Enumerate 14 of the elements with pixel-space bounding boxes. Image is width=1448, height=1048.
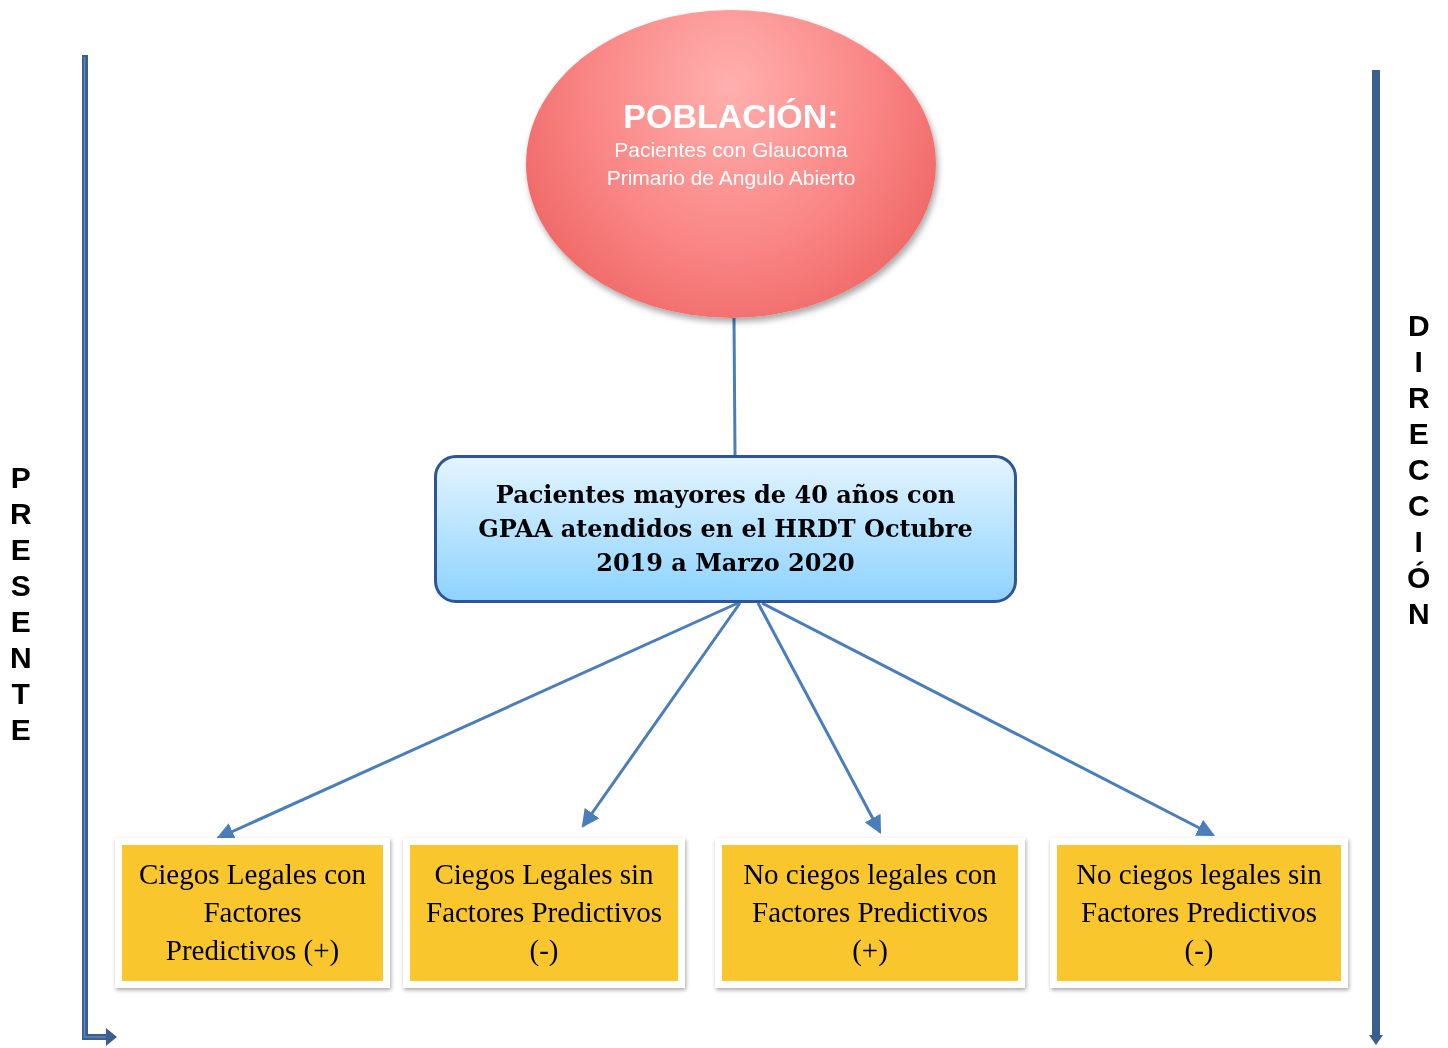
- node-text: Pacientes mayores de 40 años con GPAA atendidos en el HRDT Octubre 2019 a Marzo 2020: [477, 478, 974, 580]
- arrow: [761, 601, 1215, 837]
- node-text: Ciegos Legales con Factores Predictivos (+): [137, 857, 368, 968]
- vertical-label: PRESENTE: [8, 460, 33, 748]
- node-text: Ciegos Legales sin Factores Predictivos (-): [425, 857, 663, 968]
- connector-line: [732, 318, 737, 455]
- node-text: Pacientes con Glaucoma Primario de Angulo Abierto: [606, 137, 856, 191]
- node-text: No ciegos legales con Factores Predictivos (+): [742, 857, 998, 968]
- arrow: [581, 602, 742, 828]
- node-text: No ciegos legales sin Factores Predictivos (-): [1075, 857, 1323, 968]
- process-box: [434, 455, 1017, 603]
- vertical-label: DIRECCIÓN: [1406, 308, 1432, 632]
- node-heading: POBLACIÓN:: [623, 97, 839, 137]
- arrow: [756, 602, 882, 834]
